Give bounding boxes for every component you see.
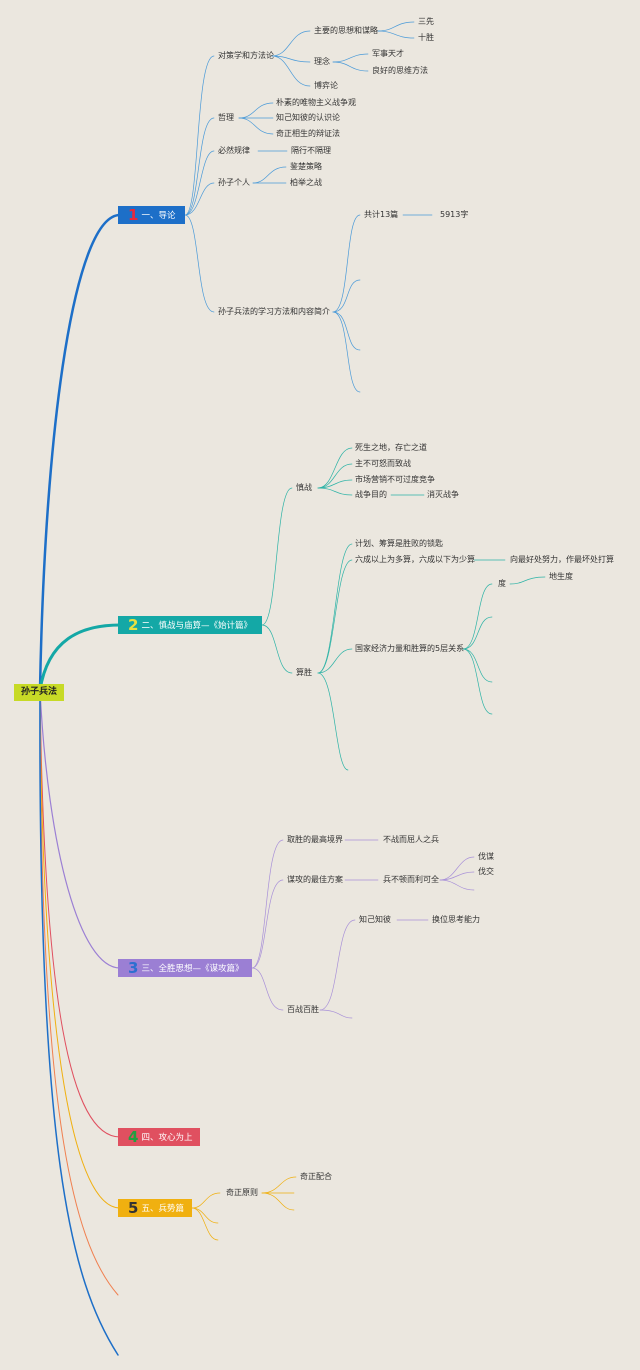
b2-c2-c1[interactable]: 度 [498,579,506,588]
b2-c2-c[interactable]: 国家经济力量和胜算的5层关系 [355,644,465,653]
b1-c1b-label[interactable]: 理念 [314,57,330,66]
b1-c2-b[interactable]: 知己知彼的认识论 [276,113,340,122]
b1-c5-label[interactable]: 孙子兵法的学习方法和内容简介 [218,307,330,316]
b1-c2-a[interactable]: 朴素的唯物主义战争观 [276,98,356,107]
branch-5-number: 5 [128,1199,139,1217]
branch-2-label: 二、慎战与庙算—《始计篇》 [141,621,252,631]
branch-1-label: 一、导论 [141,211,176,221]
b3-c2-a[interactable]: 兵不顿而利可全 [383,875,439,884]
branch-5-label: 五、兵势篇 [141,1204,184,1214]
b2-c1-b[interactable]: 主不可怒而致战 [355,459,411,468]
b1-c1-label[interactable]: 对策学和方法论 [218,51,274,60]
b2-c2-a[interactable]: 计划、筹算是胜败的锁匙 [355,539,443,548]
b2-c2-b[interactable]: 六成以上为多算，六成以下为少算 [355,555,475,564]
branch-3-label: 三、全胜思想—《谋攻篇》 [141,964,244,974]
b3-c3-label[interactable]: 百战百胜 [287,1005,319,1014]
b1-c3-a[interactable]: 隔行不隔理 [291,146,331,155]
root-node[interactable]: 孙子兵法 [14,684,64,701]
b1-c5-a1[interactable]: 5913字 [440,210,469,219]
branch-1-number: 1 [128,206,139,224]
b2-c1-a[interactable]: 死生之地，存亡之道 [355,443,427,452]
b2-c1-d[interactable]: 战争目的 [355,490,387,499]
b2-c1-d1[interactable]: 消灭战争 [427,490,459,499]
b2-c1-c[interactable]: 市场营销不可过度竞争 [355,475,435,484]
b3-c3-a1[interactable]: 换位思考能力 [432,915,480,924]
b3-c2-label[interactable]: 谋攻的最佳方案 [287,875,343,884]
b2-c2-b1[interactable]: 向最好处努力，作最坏处打算 [510,555,614,564]
branch-4-number: 4 [128,1128,139,1146]
b5-c1-a[interactable]: 奇正配合 [300,1172,332,1181]
b3-c2-a1[interactable]: 伐谋 [478,852,494,861]
b2-c2-c1a[interactable]: 地生度 [549,572,573,581]
b5-c1-label[interactable]: 奇正原则 [226,1188,258,1197]
b1-c4-a[interactable]: 鉴楚策略 [290,162,322,171]
b3-c2-a2[interactable]: 伐交 [478,867,494,876]
b1-c1a-b[interactable]: 十胜 [418,33,434,42]
b1-c5-a[interactable]: 共计13篇 [364,210,399,219]
b1-c2-label[interactable]: 哲理 [218,113,234,122]
b1-c1b-a[interactable]: 军事天才 [372,49,404,58]
b2-c1-label[interactable]: 慎战 [296,483,312,492]
b2-c2-label[interactable]: 算胜 [296,668,312,677]
b3-c3-a[interactable]: 知己知彼 [359,915,391,924]
b1-c1b-b[interactable]: 良好的思维方法 [372,66,428,75]
b1-c3-label[interactable]: 必然规律 [218,146,250,155]
branch-4-label: 四、攻心为上 [141,1133,193,1143]
b1-c1a-a[interactable]: 三先 [418,17,434,26]
b3-c1-label[interactable]: 取胜的最高境界 [287,835,343,844]
b1-c4-b[interactable]: 柏举之战 [290,178,322,187]
branch-2-number: 2 [128,616,139,634]
b3-c1-a[interactable]: 不战而屈人之兵 [383,835,439,844]
b1-c1c[interactable]: 博弈论 [314,81,338,90]
branch-3-number: 3 [128,959,139,977]
b1-c4-label[interactable]: 孙子个人 [218,178,250,187]
b1-c2-c[interactable]: 奇正相生的辩证法 [276,129,340,138]
b1-c1a-label[interactable]: 主要的思想和谋略 [314,26,378,35]
